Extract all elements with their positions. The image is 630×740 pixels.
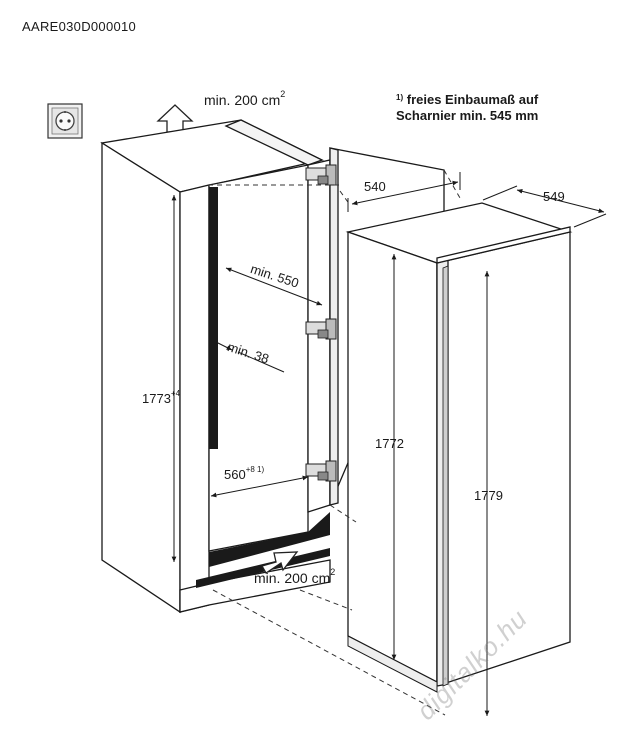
niche-width-suffix: +8 1) [245, 465, 265, 474]
dimension-lines [171, 172, 607, 716]
bottom-ventilation-label: min. 200 cm2 [254, 568, 335, 586]
footnote-line-1: freies Einbaumaß auf [406, 92, 539, 107]
appliance-depth-label: 549 [543, 189, 565, 204]
top-ventilation-label: min. 200 cm2 [204, 90, 285, 108]
appliance-base [347, 635, 438, 693]
niche-width-value: 560 [224, 467, 246, 482]
appliance-door-edge [442, 265, 449, 687]
appliance-body-height-label: 1772 [375, 436, 404, 451]
up-arrow-icon [156, 104, 194, 133]
top-ventilation-unit: 2 [280, 89, 286, 99]
right-arrow-icon [261, 551, 299, 574]
bottom-ventilation-value: min. 200 cm [254, 570, 331, 586]
footnote: 1) freies Einbaumaß auf Scharnier min. 5… [396, 92, 596, 124]
inner-side-strip [209, 187, 218, 449]
footnote-marker: 1) [396, 93, 404, 102]
niche-cabinet [100, 119, 331, 614]
niche-width-label: 560+8 1) [224, 465, 265, 482]
top-ventilation-value: min. 200 cm [204, 92, 281, 108]
niche-height-label: 1773+4 [142, 389, 181, 406]
product-code: AARE030D000010 [22, 19, 137, 34]
hinge-bottom [305, 460, 337, 482]
niche-height-value: 1773 [142, 391, 171, 406]
appliance-width-label: 540 [364, 179, 386, 194]
alignment-lines [208, 169, 461, 716]
appliance-door-height-label: 1779 [474, 488, 503, 503]
hinge-top [305, 164, 337, 186]
hinge-middle [305, 318, 337, 340]
bottom-ventilation-unit: 2 [330, 567, 336, 577]
base-vent-recess [209, 512, 330, 567]
power-socket-icon [47, 103, 83, 139]
footnote-line-2: Scharnier min. 545 mm [396, 108, 539, 123]
niche-height-tolerance: +4 [170, 389, 181, 398]
